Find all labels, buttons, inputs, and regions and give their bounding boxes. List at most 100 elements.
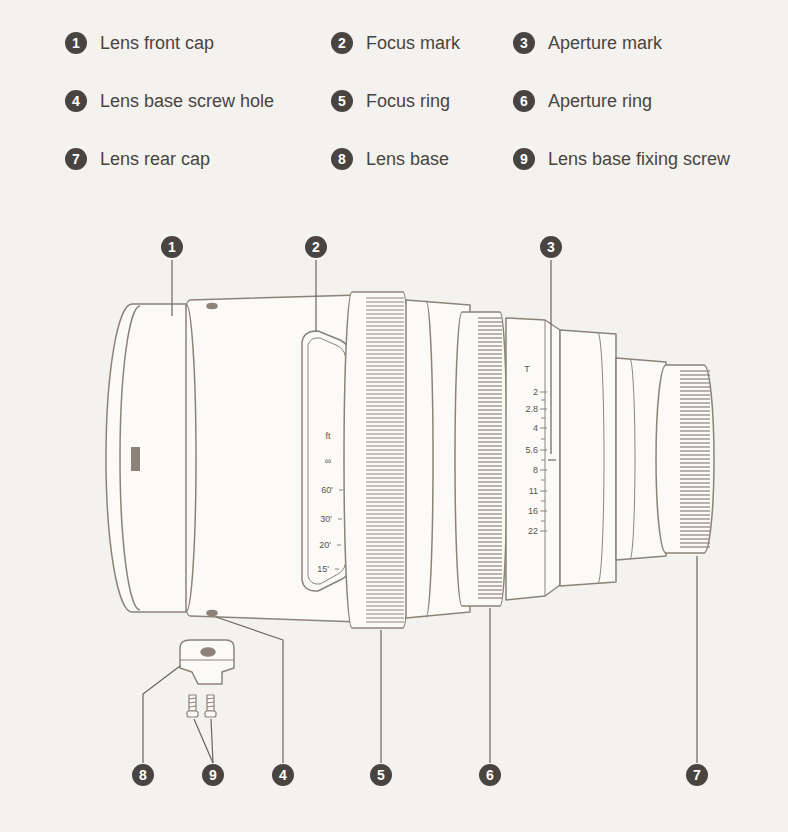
knurl-line <box>680 474 710 475</box>
knurl-line <box>478 517 502 518</box>
knurl-line <box>680 510 710 511</box>
knurl-line <box>478 417 502 418</box>
knurl-line <box>680 534 710 535</box>
knurl-line <box>478 421 502 422</box>
knurl-line <box>680 458 710 459</box>
knurl-line <box>366 425 404 426</box>
knurl-line <box>478 337 502 338</box>
knurl-line <box>478 409 502 410</box>
knurl-line <box>366 417 404 418</box>
knurl-line <box>478 389 502 390</box>
knurl-line <box>366 313 404 314</box>
knurl-line <box>366 537 404 538</box>
knurl-line <box>366 445 404 446</box>
knurl-line <box>366 405 404 406</box>
knurl-line <box>478 385 502 386</box>
knurl-line <box>478 469 502 470</box>
knurl-line <box>680 394 710 395</box>
knurl-line <box>366 381 404 382</box>
knurl-line <box>478 505 502 506</box>
knurl-line <box>366 469 404 470</box>
knurl-line <box>680 434 710 435</box>
knurl-line <box>478 565 502 566</box>
knurl-line <box>366 357 404 358</box>
scale-marking: 4 <box>533 423 538 433</box>
knurl-line <box>680 526 710 527</box>
knurl-line <box>366 413 404 414</box>
knurl-line <box>366 305 404 306</box>
callout-number: 2 <box>305 236 327 258</box>
knurl-line <box>680 482 710 483</box>
knurl-line <box>366 621 404 622</box>
part-name: Focus ring <box>366 91 450 112</box>
knurl-line <box>366 581 404 582</box>
knurl-line <box>478 545 502 546</box>
knurl-line <box>680 506 710 507</box>
knurl-line <box>478 597 502 598</box>
knurl-line <box>478 325 502 326</box>
scale-marking: 16 <box>528 506 538 516</box>
knurl-line <box>478 445 502 446</box>
callout-number: 8 <box>331 148 353 170</box>
knurl-line <box>366 549 404 550</box>
knurl-line <box>366 421 404 422</box>
callout-number: 3 <box>513 32 535 54</box>
knurl-line <box>478 493 502 494</box>
knurl-line <box>478 489 502 490</box>
knurl-line <box>366 401 404 402</box>
knurl-line <box>680 454 710 455</box>
knurl-line <box>680 530 710 531</box>
knurl-line <box>366 481 404 482</box>
knurl-line <box>366 441 404 442</box>
knurl-line <box>478 357 502 358</box>
knurl-line <box>366 461 404 462</box>
knurl-line <box>478 353 502 354</box>
part-name: Lens front cap <box>100 33 214 54</box>
knurl-line <box>478 365 502 366</box>
knurl-line <box>478 501 502 502</box>
knurl-line <box>366 333 404 334</box>
knurl-line <box>366 377 404 378</box>
knurl-line <box>680 498 710 499</box>
knurl-line <box>478 465 502 466</box>
knurl-line <box>366 361 404 362</box>
knurl-line <box>366 429 404 430</box>
knurl-line <box>680 378 710 379</box>
knurl-line <box>680 382 710 383</box>
knurl-line <box>680 518 710 519</box>
knurl-line <box>478 497 502 498</box>
knurl-line <box>366 617 404 618</box>
knurl-line <box>478 381 502 382</box>
knurl-line <box>478 541 502 542</box>
knurl-line <box>366 397 404 398</box>
knurl-line <box>478 593 502 594</box>
scale-marking: 5.6 <box>525 445 538 455</box>
knurl-line <box>366 509 404 510</box>
knurl-line <box>366 541 404 542</box>
knurl-line <box>366 329 404 330</box>
knurl-line <box>478 569 502 570</box>
knurl-line <box>680 514 710 515</box>
knurl-line <box>366 465 404 466</box>
knurl-line <box>478 549 502 550</box>
scale-marking: 30' <box>320 514 332 524</box>
knurl-line <box>366 533 404 534</box>
callout-number: 5 <box>370 764 392 786</box>
callout-number: 4 <box>65 90 87 112</box>
knurl-line <box>478 509 502 510</box>
knurl-line <box>478 349 502 350</box>
knurl-line <box>680 546 710 547</box>
part-name: Lens rear cap <box>100 149 210 170</box>
knurl-line <box>680 430 710 431</box>
knurl-line <box>680 414 710 415</box>
knurl-line <box>478 401 502 402</box>
knurl-line <box>366 513 404 514</box>
scale-marking: 2.8 <box>525 404 538 414</box>
knurl-line <box>366 345 404 346</box>
knurl-line <box>366 317 404 318</box>
knurl-line <box>478 477 502 478</box>
knurl-line <box>366 609 404 610</box>
part-name: Lens base fixing screw <box>548 149 730 170</box>
knurl-line <box>478 345 502 346</box>
callout-number: 2 <box>331 32 353 54</box>
